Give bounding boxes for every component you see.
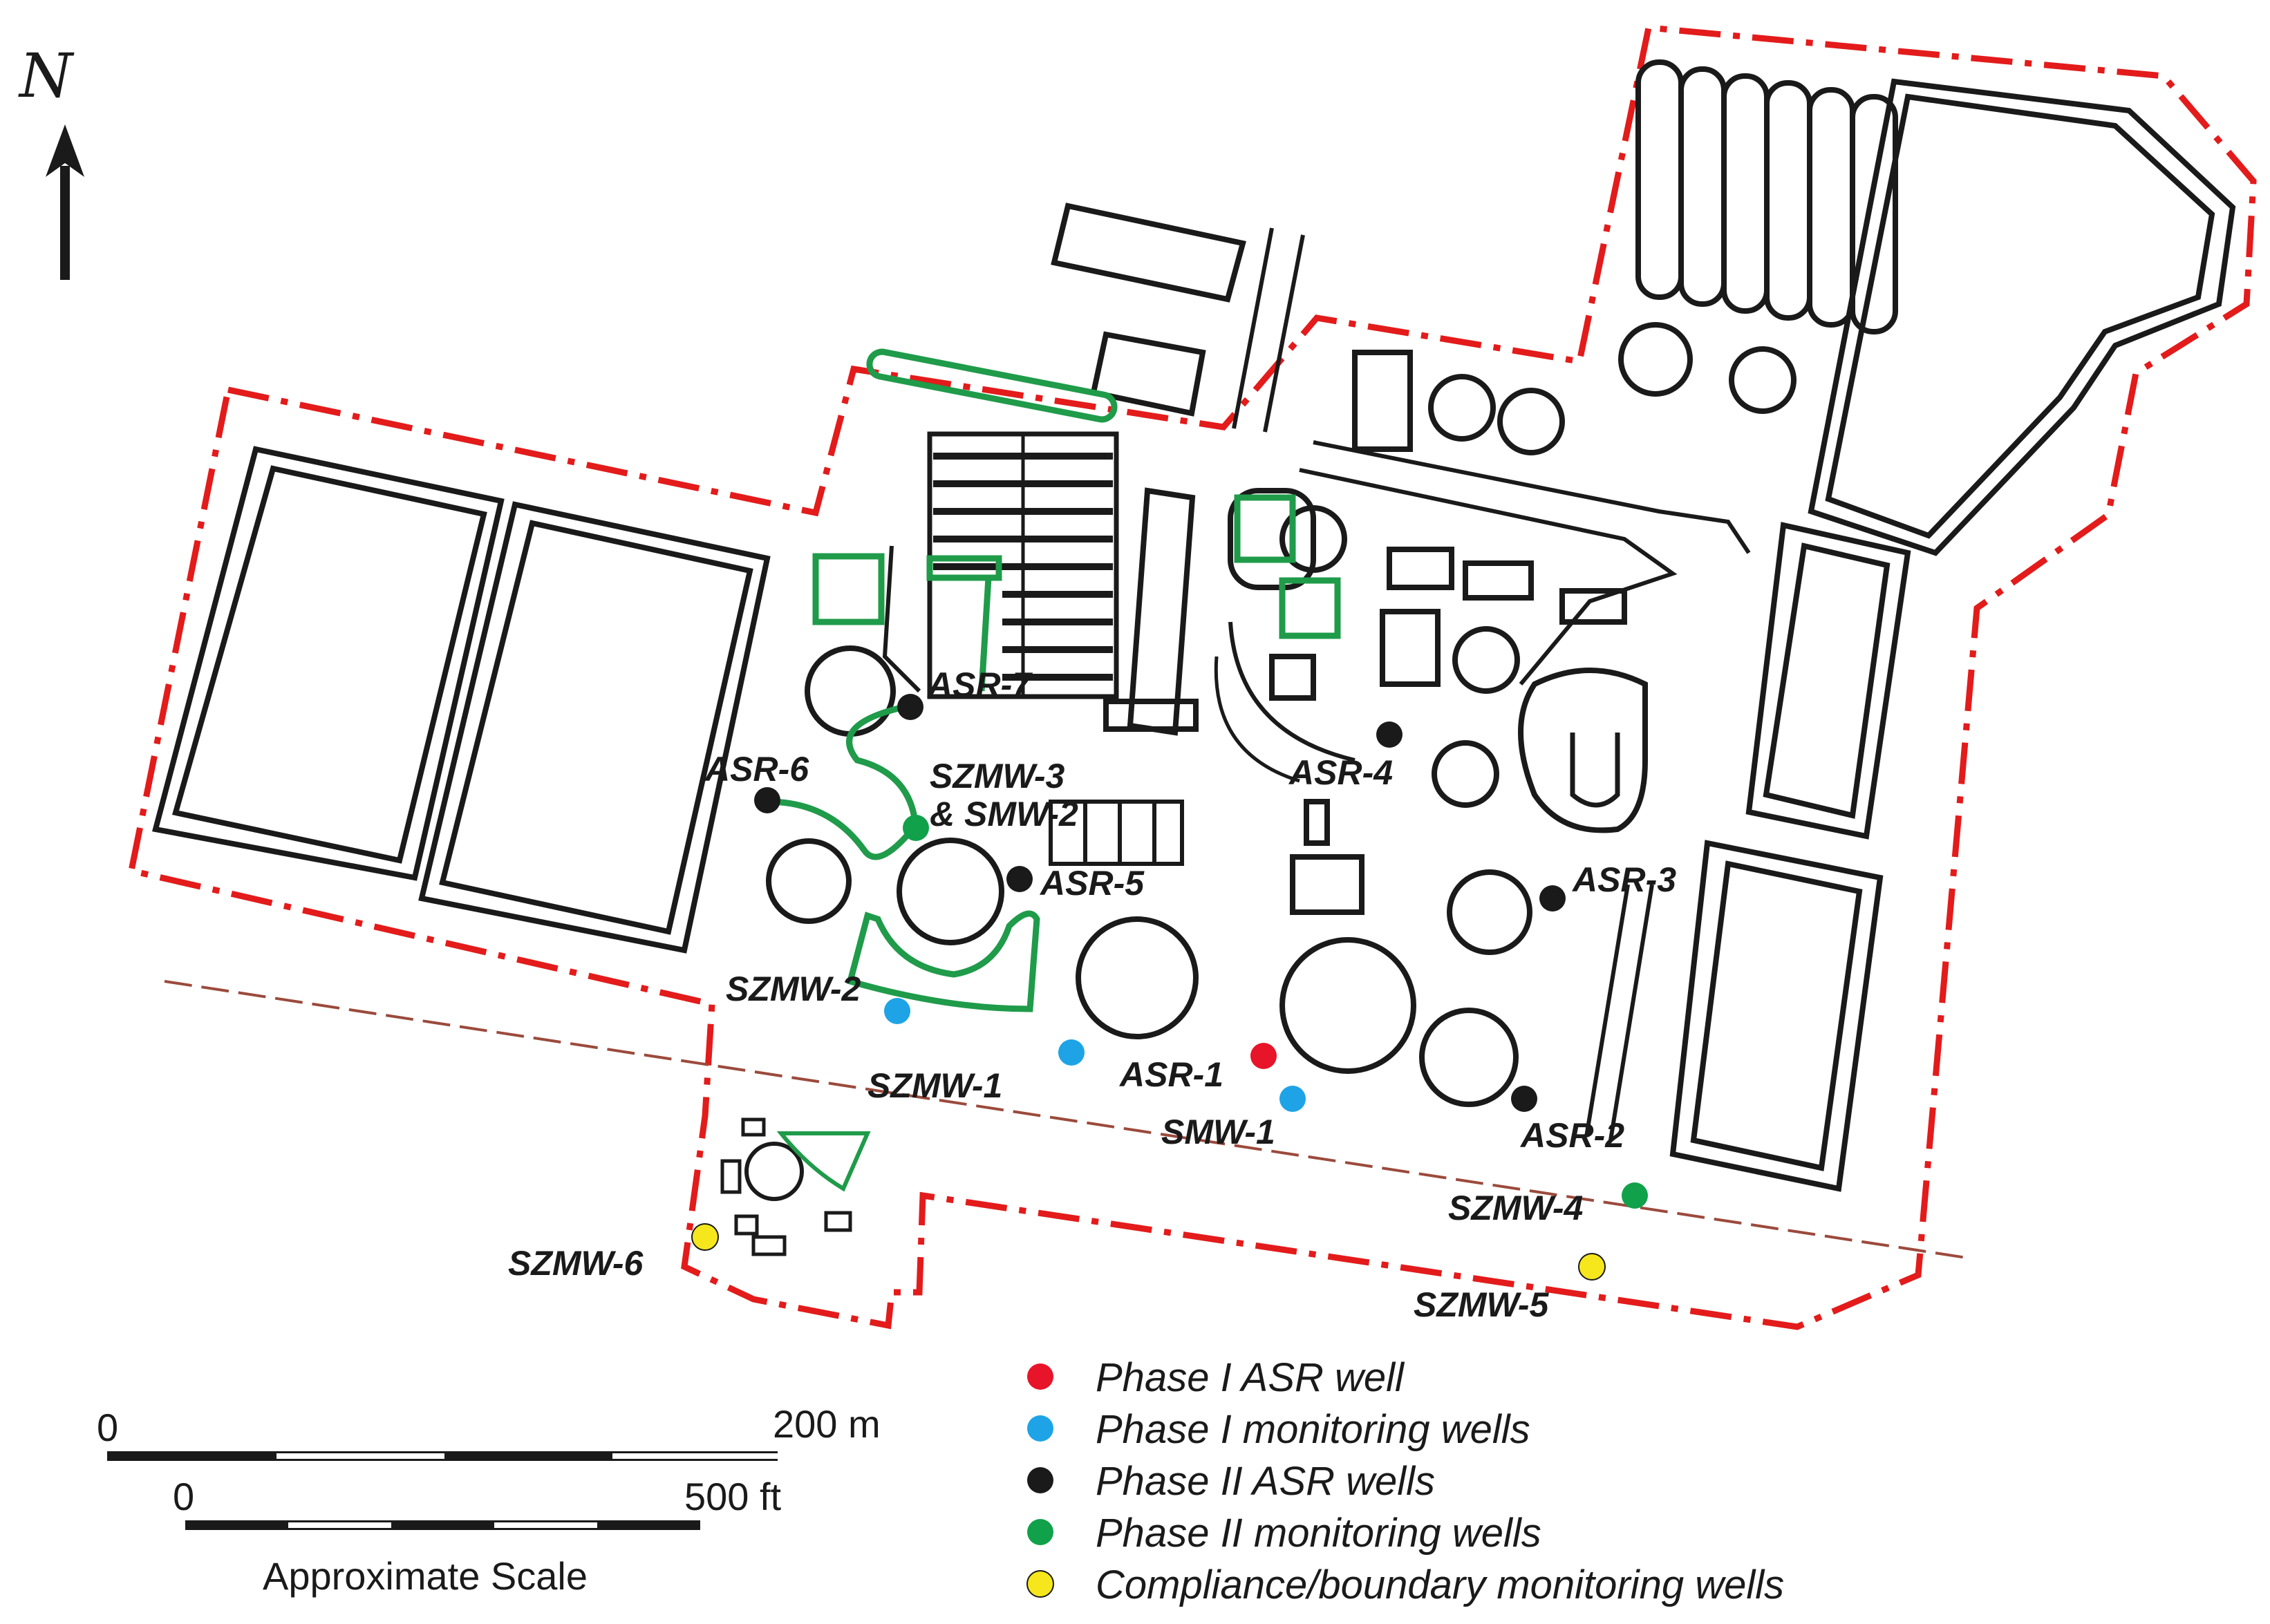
legend-item-compliance: Compliance/boundary monitoring wells [1026,1562,1784,1607]
well-label: SZMW-4 [1448,1189,1583,1227]
well-label: SZMW-1 [867,1066,1002,1105]
well-label: ASR-3 [1571,860,1676,899]
well-label-secondary: & SMW-2 [930,795,1078,833]
svg-text:Phase II ASR wells: Phase II ASR wells [1096,1459,1435,1504]
scale-bar: 0 200 m 0 500 ft Approximate Scale [97,1402,881,1598]
well-label: SZMW-2 [726,970,861,1008]
legend-item-phase1-asr: Phase I ASR well [1027,1355,1405,1400]
well-label: ASR-6 [704,750,809,789]
svg-text:Phase I ASR well: Phase I ASR well [1096,1355,1405,1400]
well-asr-2: ASR-2 [1511,1086,1624,1155]
legend-item-phase2-monitoring: Phase II monitoring wells [1027,1511,1541,1556]
svg-text:Phase I monitoring wells: Phase I monitoring wells [1096,1407,1530,1452]
property-boundary [127,24,2257,1330]
section-line [164,980,1967,1259]
well-smw-1: SMW-1 [1161,1086,1306,1151]
well-label: ASR-2 [1519,1116,1624,1155]
well-szmw-6: SZMW-6 [508,1223,719,1283]
well-label: ASR-5 [1039,864,1145,903]
well-szmw-2: SZMW-2 [726,970,910,1024]
well-label: SZMW-6 [508,1244,644,1283]
well-szmw-4: SZMW-4 [1448,1182,1648,1227]
site-structures [152,59,2236,1256]
north-label: N [18,40,75,111]
legend-item-phase1-monitoring: Phase I monitoring wells [1027,1407,1530,1452]
well-asr-1: ASR-1 [1118,1043,1277,1094]
scale-caption: Approximate Scale [263,1554,588,1598]
well-asr-5: ASR-5 [1006,864,1145,903]
pipelines [767,348,1341,1192]
well-szmw-3: SZMW-3 & SMW-2 [903,757,1078,841]
legend: Phase I ASR well Phase I monitoring well… [1026,1355,1784,1607]
well-label: SZMW-5 [1414,1285,1550,1324]
north-arrow: N [18,40,84,280]
scale-metric-start: 0 [97,1406,118,1449]
well-szmw-5: SZMW-5 [1414,1253,1606,1324]
well-asr-3: ASR-3 [1539,860,1676,912]
wells: ASR-7 ASR-6 SZMW-3 & SMW-2 ASR-5 ASR-4 A… [508,665,1676,1324]
well-asr-6: ASR-6 [704,750,809,813]
well-label: ASR-4 [1288,753,1393,792]
well-label: SZMW-3 [930,757,1065,795]
svg-text:Phase II monitoring wells: Phase II monitoring wells [1096,1511,1541,1556]
well-label: ASR-1 [1118,1055,1223,1094]
well-asr-4: ASR-4 [1288,721,1403,792]
legend-item-phase2-asr: Phase II ASR wells [1027,1459,1435,1504]
svg-text:Compliance/boundary monitoring: Compliance/boundary monitoring wells [1096,1562,1784,1607]
well-label: SMW-1 [1161,1113,1275,1151]
scale-imperial-start: 0 [173,1475,194,1518]
well-szmw-1: SZMW-1 [867,1039,1085,1105]
scale-imperial-end: 500 ft [684,1475,782,1518]
well-asr-7: ASR-7 [897,665,1033,720]
well-label: ASR-7 [926,665,1033,704]
scale-metric-end: 200 m [773,1402,881,1446]
